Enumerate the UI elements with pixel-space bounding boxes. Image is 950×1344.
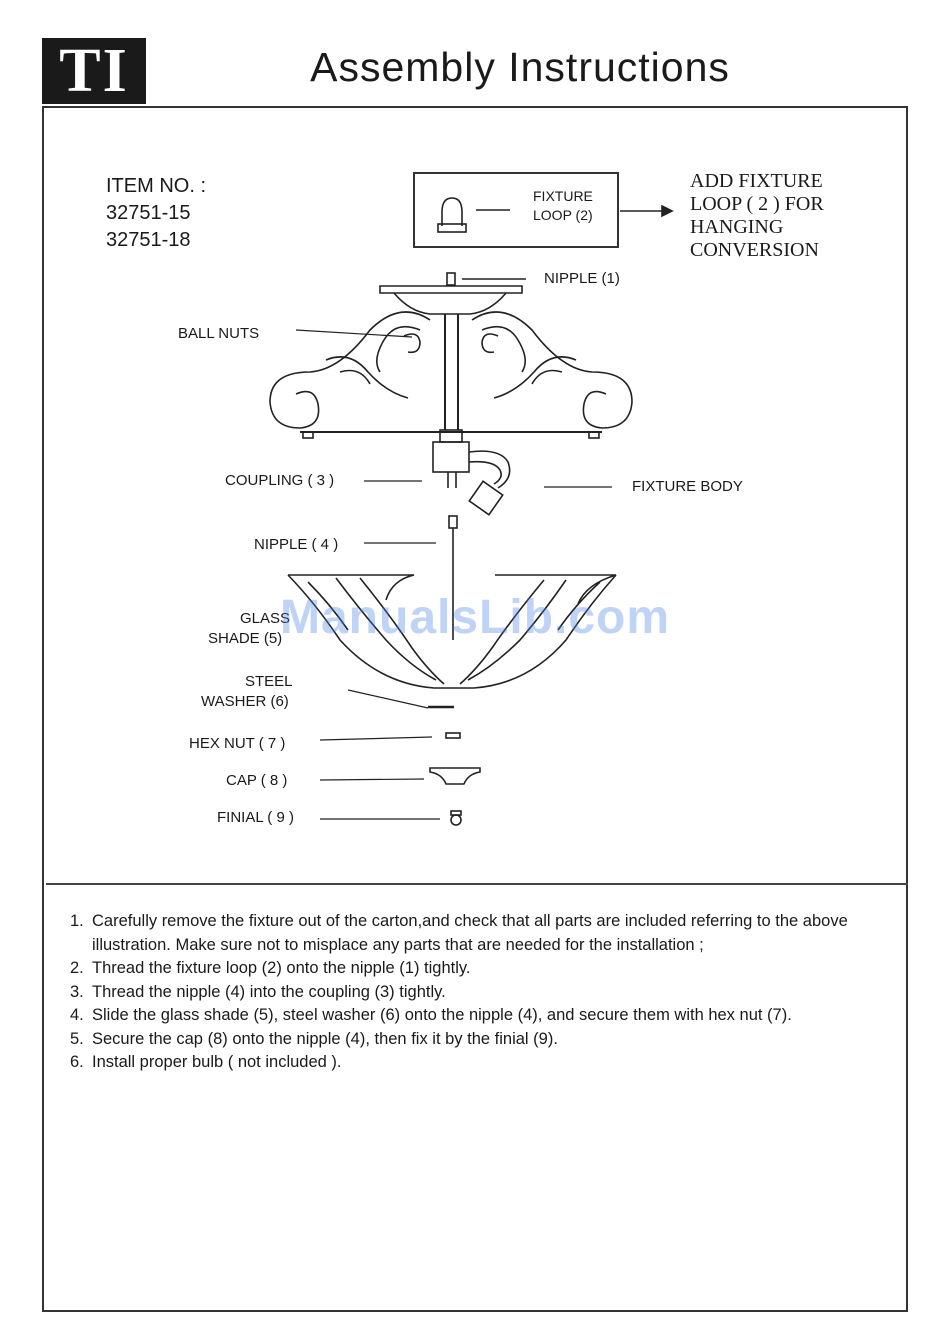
step-6: 6. Install proper bulb ( not included ).	[70, 1051, 890, 1075]
step-number: 6.	[70, 1053, 84, 1071]
instruction-frame	[42, 106, 908, 1312]
step-text: Secure the cap (8) onto the nipple (4), …	[92, 1029, 558, 1048]
label-fixture-body: FIXTURE BODY	[632, 478, 743, 495]
fixture-loop-box	[413, 172, 619, 248]
label-ball-nuts: BALL NUTS	[178, 325, 260, 342]
step-number: 4.	[70, 1006, 84, 1024]
step-number: 2.	[70, 959, 84, 977]
step-3: 3. Thread the nipple (4) into the couplin…	[70, 981, 890, 1005]
step-text: Thread the fixture loop (2) onto the nip…	[92, 959, 471, 977]
step-text: Slide the glass shade (5), steel washer …	[92, 1006, 792, 1024]
coupling-part	[432, 429, 470, 488]
scroll-arm-right	[471, 311, 633, 429]
step-number: 5.	[70, 1029, 84, 1048]
leader-cap	[319, 778, 425, 781]
step-2: 2. Thread the fixture loop (2) onto the n…	[70, 957, 890, 981]
hex-nut-part	[445, 732, 461, 739]
watermark: ManualsLib.com	[280, 591, 671, 644]
note-line-2: LOOP ( 2 ) FOR	[690, 193, 824, 215]
fixture-loop-icon	[437, 197, 510, 233]
leader-steel-washer	[347, 689, 429, 709]
label-coupling: COUPLING ( 3 )	[225, 472, 335, 489]
step-number: 1.	[70, 912, 84, 930]
socket-arm	[468, 450, 511, 516]
canopy-bowl	[393, 292, 507, 315]
item-number-2: 32751-18	[106, 229, 191, 251]
arrow-right-icon	[620, 204, 674, 218]
step-1: 1. Carefully remove the fixture out of th…	[70, 910, 890, 957]
leader-hex-nut	[319, 736, 433, 741]
instruction-steps: 1. Carefully remove the fixture out of th…	[70, 910, 890, 1075]
cap-part	[429, 767, 481, 785]
step-text: Install proper bulb ( not included ).	[92, 1053, 342, 1071]
step-text: Carefully remove the fixture out of the …	[92, 912, 848, 954]
label-cap: CAP ( 8 )	[226, 772, 288, 789]
step-text: Thread the nipple (4) into the coupling …	[92, 982, 446, 1001]
step-5: 5. Secure the cap (8) onto the nipple (4)…	[70, 1028, 890, 1052]
fixture-loop-label-1: FIXTURE	[533, 188, 593, 204]
label-nipple-1: NIPPLE (1)	[544, 270, 620, 287]
section-divider	[46, 883, 908, 885]
finial-part	[450, 810, 462, 826]
label-nipple-4: NIPPLE ( 4 )	[254, 536, 339, 553]
leader-ball-nuts	[295, 329, 413, 338]
brand-logo: TI	[42, 38, 146, 104]
logo-text: TI	[59, 37, 129, 105]
label-steel: STEEL	[245, 673, 293, 690]
label-glass: GLASS	[240, 610, 291, 627]
nipple-1-part	[446, 272, 456, 286]
fixture-loop-label-2: LOOP (2)	[533, 207, 593, 223]
item-number-label: ITEM NO. :	[106, 175, 206, 197]
glass-shade-part	[287, 574, 617, 689]
hanging-conversion-note: ADD FIXTURE LOOP ( 2 ) FOR HANGING CONVE…	[690, 170, 824, 262]
note-line-3: HANGING	[690, 216, 784, 238]
step-number: 3.	[70, 982, 84, 1001]
scroll-arm-left	[269, 311, 431, 429]
item-number-block: ITEM NO. : 32751-15 32751-18	[106, 173, 206, 254]
note-line-4: CONVERSION	[690, 239, 819, 261]
label-washer: WASHER (6)	[201, 693, 289, 710]
note-line-1: ADD FIXTURE	[690, 170, 823, 192]
nipple-4-part	[448, 515, 458, 640]
step-4: 4. Slide the glass shade (5), steel washe…	[70, 1004, 890, 1028]
canopy-part	[379, 285, 523, 294]
label-shade: SHADE (5)	[208, 630, 283, 647]
label-hex-nut: HEX NUT ( 7 )	[189, 735, 286, 752]
item-number-1: 32751-15	[106, 202, 191, 224]
page-title: Assembly Instructions	[310, 44, 730, 90]
label-finial: FINIAL ( 9 )	[217, 809, 294, 826]
